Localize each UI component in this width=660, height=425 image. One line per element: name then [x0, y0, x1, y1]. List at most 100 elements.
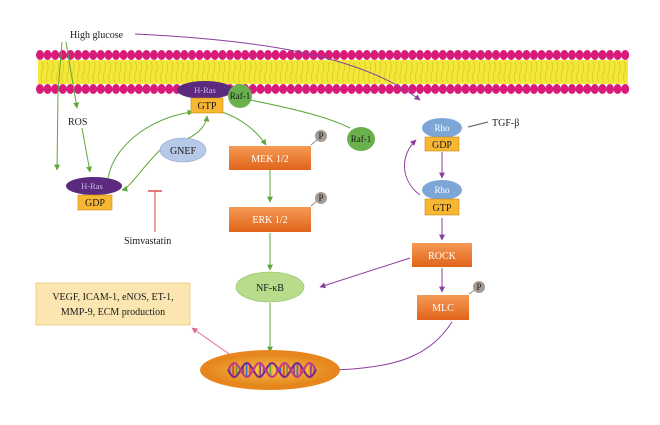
membrane-tail: [425, 61, 429, 83]
membrane-head: [476, 84, 485, 94]
membrane-head: [218, 50, 227, 60]
arrow-gnef-to-gdp: [121, 149, 161, 192]
membrane-tail: [149, 61, 153, 83]
membrane-tail: [217, 61, 221, 83]
membrane-tail: [612, 61, 616, 83]
membrane-head: [560, 84, 569, 94]
membrane-tail: [170, 61, 174, 83]
membrane-head: [355, 50, 364, 60]
gdp-ras-box: [77, 194, 113, 211]
membrane-tail: [134, 61, 137, 83]
rho-top: [422, 118, 462, 138]
hras-lower-label: H-Ras: [81, 181, 103, 191]
membrane-head: [324, 50, 333, 60]
membrane-tail: [617, 61, 621, 83]
membrane-head: [484, 50, 493, 60]
membrane-head: [362, 84, 371, 94]
membrane-tail: [477, 61, 481, 83]
membrane-head: [598, 84, 607, 94]
membrane-tail: [451, 61, 455, 83]
membrane-head: [378, 50, 386, 60]
membrane-head: [89, 84, 98, 94]
mek-box: [229, 146, 311, 170]
arrow-tgfb-to-rho: [467, 121, 489, 128]
membrane-tail: [108, 61, 111, 83]
membrane-head: [66, 84, 75, 94]
arrow-rock-to-nfkb: [319, 257, 411, 289]
membrane-head: [423, 50, 432, 60]
membrane-head: [58, 50, 67, 60]
membrane-tail: [222, 61, 226, 83]
mlc-box: [417, 295, 469, 320]
membrane-tail: [420, 61, 423, 83]
membrane-tail: [607, 61, 611, 83]
dna-strand: [227, 361, 317, 379]
membrane-tail: [103, 61, 106, 83]
gdp-rho-box: [424, 136, 460, 152]
gnef-label: GNEF: [170, 146, 197, 157]
membrane-head: [545, 84, 554, 94]
membrane-head: [385, 50, 394, 60]
membrane-tail: [399, 61, 403, 83]
membrane-head: [469, 84, 478, 94]
membrane-head: [74, 84, 82, 94]
raf1-free-node: [347, 127, 375, 151]
membrane-head: [302, 50, 310, 60]
membrane-head: [256, 50, 265, 60]
membrane-head: [157, 84, 166, 94]
membrane-head: [454, 84, 462, 94]
membrane-head: [423, 84, 432, 94]
membrane-head: [286, 84, 295, 94]
mlc-label: MLC: [432, 303, 454, 314]
arrow-hras-to-gtp: [107, 109, 194, 179]
membrane-head: [248, 50, 257, 60]
membrane-tail: [326, 61, 330, 83]
membrane-tail: [586, 61, 590, 83]
membrane-head: [317, 50, 326, 60]
gnef-node: [159, 137, 207, 163]
membrane-tail: [493, 61, 496, 83]
membrane-head: [165, 84, 174, 94]
membrane-tail: [524, 61, 527, 83]
membrane-tail: [45, 61, 49, 83]
membrane-head: [51, 50, 60, 60]
membrane-tail: [139, 61, 143, 83]
membrane-tail: [560, 61, 564, 83]
membrane-tail: [212, 61, 215, 83]
membrane-tail: [290, 61, 293, 83]
rock-label: ROCK: [428, 251, 457, 262]
nfkb: NF-κB: [235, 271, 305, 303]
membrane-tail: [378, 61, 382, 83]
membrane-tail: [435, 61, 439, 83]
membrane-head: [514, 84, 523, 94]
phospho-erk: [315, 192, 327, 204]
membrane-tail: [123, 61, 127, 83]
outcome-box: VEGF, ICAM-1, eNOS, ET-1, MMP-9, ECM pro…: [35, 282, 191, 326]
gdp-rho-label: GDP: [432, 140, 452, 151]
membrane-tail: [456, 61, 460, 83]
mek: MEK 1/2 P: [229, 130, 327, 170]
membrane-tail: [207, 61, 210, 83]
membrane-tail: [555, 61, 559, 83]
membrane-head: [484, 84, 493, 94]
gtp-rho-box: [424, 198, 460, 216]
membrane-head: [545, 50, 554, 60]
raf1-membrane: [228, 84, 252, 108]
membrane-head: [469, 50, 478, 60]
phospho-mlc: [473, 281, 485, 293]
label-simvastatin: Simvastatin: [124, 236, 171, 247]
dna-helix: [227, 361, 317, 379]
membrane-head: [43, 84, 52, 94]
membrane-head: [461, 84, 470, 94]
membrane-head: [355, 84, 364, 94]
membrane-tail: [113, 61, 117, 83]
membrane-head: [104, 84, 113, 94]
membrane-tail: [415, 61, 418, 83]
membrane-tail: [66, 61, 70, 83]
lower-ras-complex: H-Ras GDP: [66, 177, 122, 211]
membrane-head: [195, 50, 204, 60]
membrane-tail: [259, 61, 262, 83]
arrow-glucose-to-hras: [54, 41, 63, 171]
nucleus: [200, 350, 340, 390]
membrane-head: [188, 50, 196, 60]
